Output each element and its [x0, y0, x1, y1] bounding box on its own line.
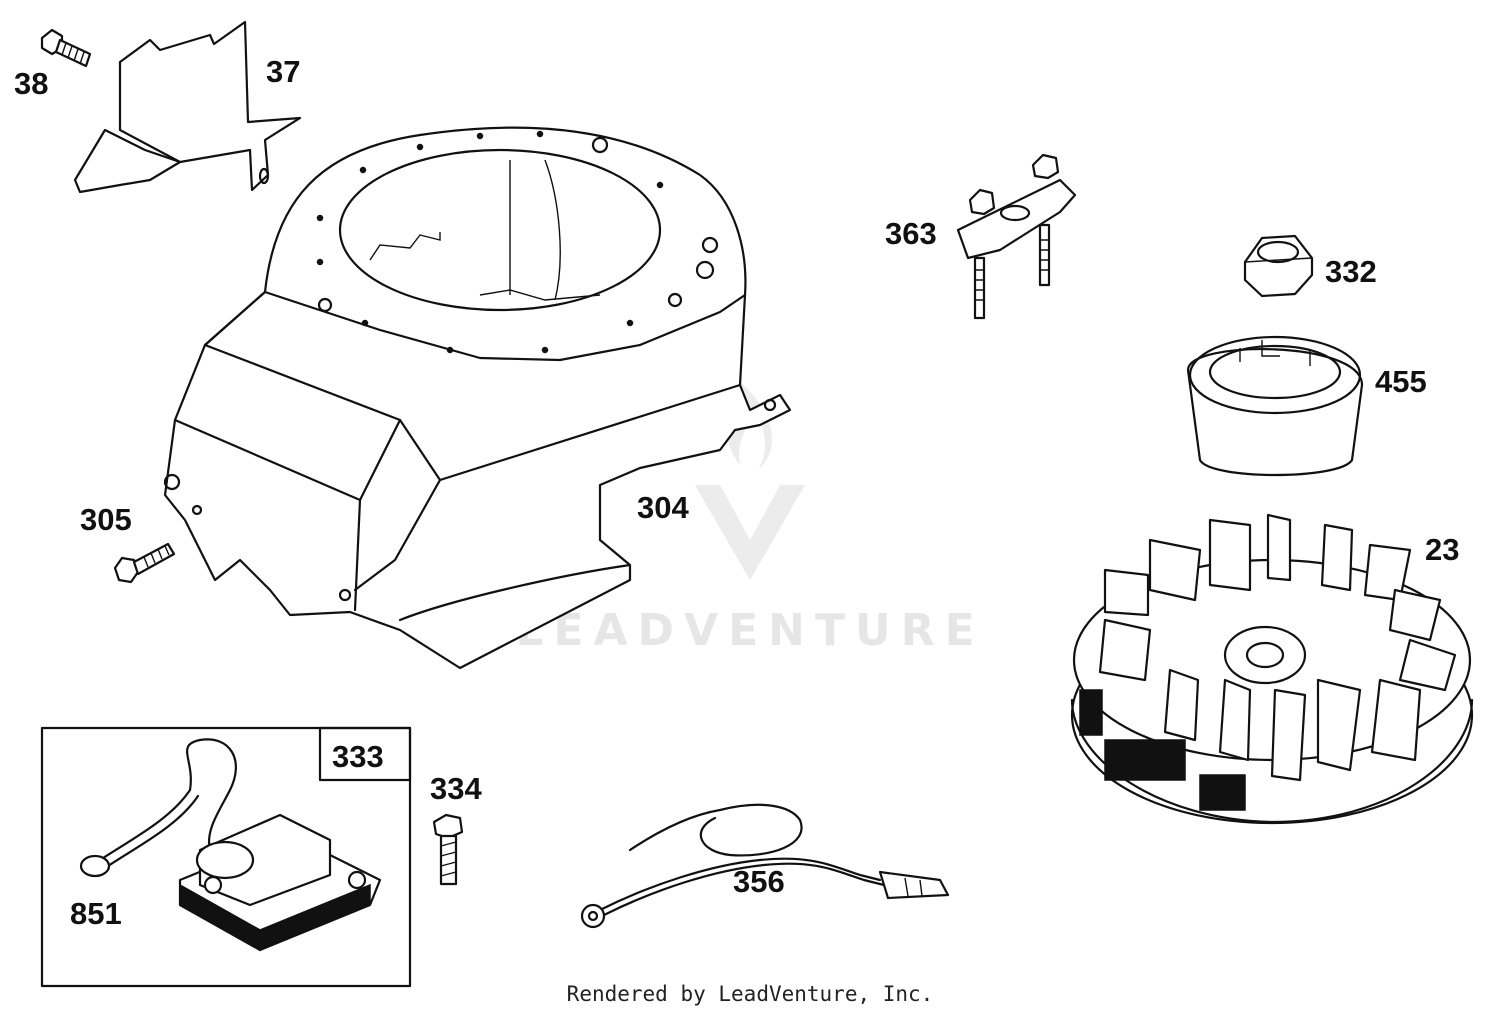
part-23-flywheel[interactable] — [1070, 513, 1474, 825]
part-356-ground-wire[interactable] — [580, 803, 950, 929]
label-304: 304 — [637, 490, 689, 525]
part-332-nut[interactable] — [1243, 234, 1314, 298]
watermark: LEADVENTURE — [515, 380, 984, 656]
part-334-screw[interactable] — [432, 813, 464, 886]
housing-holes — [163, 130, 777, 602]
part-333-ignition-kit-box[interactable] — [40, 726, 412, 988]
label-356: 356 — [733, 864, 785, 899]
part-455-cup[interactable] — [1186, 335, 1364, 477]
label-363: 363 — [885, 216, 937, 251]
part-304-blower-housing[interactable] — [163, 126, 792, 670]
rendered-by-footer: Rendered by LeadVenture, Inc. — [566, 982, 934, 1006]
part-363-bracket[interactable] — [956, 153, 1077, 320]
part-305-screw[interactable] — [113, 542, 176, 584]
kit-label-frame — [318, 726, 412, 782]
part-38-bolt[interactable] — [40, 28, 92, 68]
kit-frame — [40, 726, 412, 988]
part-labels: 38 37 363 332 455 304 305 23 333 334 851… — [14, 54, 1459, 931]
part-37-shield[interactable] — [73, 20, 302, 194]
label-38: 38 — [14, 66, 48, 101]
label-332: 332 — [1325, 254, 1377, 289]
label-455: 455 — [1375, 364, 1427, 399]
part-851-armature-coil[interactable] — [79, 738, 382, 952]
label-333: 333 — [332, 739, 384, 774]
label-334: 334 — [430, 771, 482, 806]
label-23: 23 — [1425, 532, 1459, 567]
label-305: 305 — [80, 502, 132, 537]
watermark-text: LEADVENTURE — [515, 605, 984, 656]
label-851: 851 — [70, 896, 122, 931]
label-37: 37 — [266, 54, 300, 89]
watermark-logo-icon — [695, 485, 805, 580]
flywheel-fins — [1098, 513, 1457, 782]
